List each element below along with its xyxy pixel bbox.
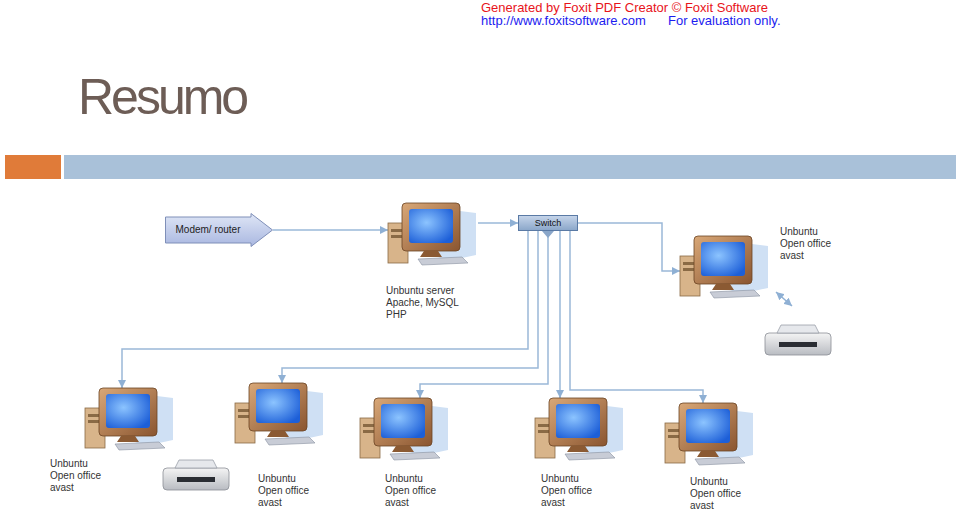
computer-label: Unbuntu Open office avast (780, 226, 842, 262)
keyboard (115, 442, 165, 450)
computer-node: Unbuntu Open office avast (533, 398, 628, 509)
network-link (478, 222, 518, 224)
computer-icon (235, 383, 325, 447)
switch-pointer (542, 231, 554, 238)
keyboard (265, 437, 315, 445)
node-label: Modem/ router (165, 213, 251, 247)
monitor-screen (686, 409, 730, 443)
watermark-text: For evaluation only. (668, 13, 781, 28)
watermark-text: Generated by Foxit PDF Creator © Foxit S… (481, 0, 768, 15)
monitor-body (374, 398, 432, 446)
monitor-screen (409, 209, 453, 243)
keyboard (565, 452, 615, 460)
monitor-body (249, 383, 307, 431)
keyboard (710, 290, 760, 298)
keyboard (695, 457, 745, 465)
modem-arrow-shape (166, 214, 273, 247)
computer-icon (680, 236, 770, 300)
computer-node: Unbuntu Open office avast (663, 403, 758, 512)
computer-label: Unbuntu Open office avast (50, 458, 112, 494)
monitor-stand (392, 446, 414, 452)
node-label: Switch (518, 215, 578, 231)
computer-node: Unbuntu Open office avast (358, 398, 453, 509)
monitor-screen (256, 389, 300, 423)
monitor-body (679, 403, 737, 451)
monitor-screen (381, 404, 425, 438)
monitor-screen (701, 242, 745, 276)
monitor-stand (420, 251, 442, 257)
switch-box: Switch (518, 215, 578, 231)
computer-node: Unbuntu Open office avast (48, 388, 178, 494)
monitor-body (99, 388, 157, 436)
monitor-stand (697, 451, 719, 457)
computer-node: Unbuntu Open office avast (680, 226, 840, 300)
monitor-stand (117, 436, 139, 442)
computer-icon (535, 398, 625, 462)
printer-link (776, 292, 792, 306)
printer-icon (163, 460, 229, 490)
slide-title: Resumo (78, 68, 246, 126)
network-link (282, 231, 538, 383)
modem-arrow: Modem/ router (165, 213, 273, 247)
computer-label: Unbuntu server Apache, MySQL PHP (386, 285, 466, 321)
monitor-screen (106, 394, 150, 428)
computer-icon (665, 403, 755, 467)
watermark-text: http://www.foxitsoftware.com (481, 13, 646, 28)
monitor-screen (556, 404, 600, 438)
network-link (273, 229, 388, 231)
accent-bar (5, 155, 61, 179)
printer-icon (765, 325, 831, 355)
computer-node: Unbuntu server Apache, MySQL PHP (388, 203, 478, 321)
monitor-body (402, 203, 460, 251)
monitor-stand (567, 446, 589, 452)
computer-label: Unbuntu Open office avast (385, 473, 447, 509)
monitor-body (694, 236, 752, 284)
monitor-body (549, 398, 607, 446)
keyboard (418, 257, 468, 265)
keyboard (390, 452, 440, 460)
computer-icon (388, 203, 478, 267)
computer-label: Unbuntu Open office avast (541, 473, 603, 509)
monitor-stand (712, 284, 734, 290)
network-link (578, 223, 680, 271)
computer-label: Unbuntu Open office avast (690, 476, 752, 512)
switch-shape (519, 216, 578, 231)
computer-icon (360, 398, 450, 462)
computer-label: Unbuntu Open office avast (258, 473, 320, 509)
monitor-stand (267, 431, 289, 437)
network-link (559, 231, 561, 398)
header-bar (64, 155, 956, 179)
computer-icon (85, 388, 175, 452)
computer-node: Unbuntu Open office avast (232, 383, 327, 509)
network-link (570, 231, 703, 403)
network-link (420, 231, 548, 398)
